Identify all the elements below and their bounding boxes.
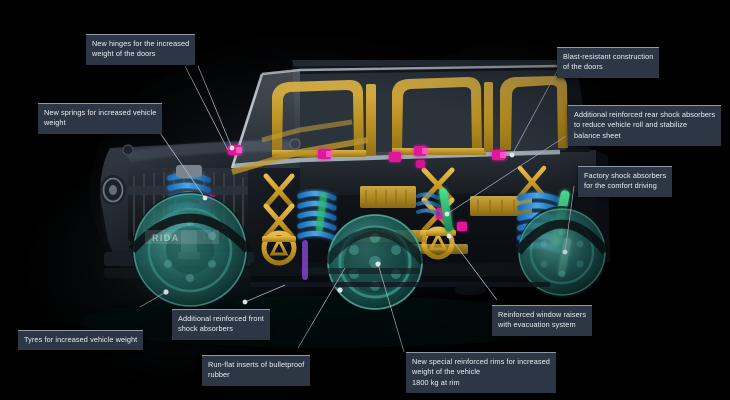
callout-new-springs-line-1: New springs for increased vehicle [44, 108, 157, 117]
callout-factory-shock-line-1: Factory shock absorbers [584, 171, 667, 180]
callout-run-flat-inserts[interactable]: Run-flat inserts of bulletproof rubber [202, 355, 311, 386]
callout-reinforced-rims[interactable]: New special reinforced rims for increase… [406, 352, 556, 394]
callout-window-raisers-line-2: with evacuation system [498, 320, 576, 330]
callout-blast-doors-line-2: of the doors [563, 62, 603, 72]
callout-new-springs[interactable]: New springs for increased vehicle weight [38, 103, 163, 134]
callout-new-hinges-line-2: weight of the doors [92, 49, 156, 59]
callout-front-shock-line-2: shock absorbers [178, 324, 234, 334]
callout-new-hinges-line-1: New hinges for the increased [92, 39, 190, 48]
callout-factory-shock-absorbers[interactable]: Factory shock absorbers for the comfort … [578, 166, 673, 197]
callout-rear-shock-absorbers[interactable]: Additional reinforced rear shock absorbe… [568, 105, 722, 147]
callout-factory-shock-line-2: for the comfort driving [584, 181, 657, 191]
callout-front-shock-absorbers[interactable]: Additional reinforced front shock absorb… [172, 309, 270, 340]
callout-rear-shock-line-1: Additional reinforced rear shock absorbe… [574, 110, 716, 119]
callout-rear-shock-line-2: to reduce vehicle roll and stabilize [574, 120, 688, 130]
callout-runflat-line-1: Run-flat inserts of bulletproof [208, 360, 305, 369]
svg-text:RIDA: RIDA [152, 233, 180, 243]
callout-blast-resistant-doors[interactable]: Blast-resistant construction of the door… [557, 47, 660, 78]
callout-window-raisers[interactable]: Reinforced window raisers with evacuatio… [492, 305, 593, 336]
callout-tyres-line-1: Tyres for increased vehicle weight [24, 335, 138, 344]
callout-rims-line-1: New special reinforced rims for increase… [412, 357, 550, 366]
callout-blast-doors-line-1: Blast-resistant construction [563, 52, 654, 61]
watermark: RIDA [145, 230, 219, 244]
front-wheel [132, 192, 248, 308]
callout-rims-line-2: weight of the vehicle [412, 367, 481, 377]
callout-new-springs-line-2: weight [44, 118, 66, 128]
callout-new-hinges[interactable]: New hinges for the increased weight of t… [86, 34, 196, 65]
callout-rims-line-3: 1800 kg at rim [412, 377, 460, 387]
callout-rear-shock-line-3: balance sheet [574, 130, 621, 140]
callout-window-raisers-line-1: Reinforced window raisers [498, 310, 587, 319]
callout-tyres[interactable]: Tyres for increased vehicle weight [18, 330, 144, 351]
callout-runflat-line-2: rubber [208, 370, 230, 380]
mid-strut [302, 240, 308, 280]
callout-front-shock-line-1: Additional reinforced front [178, 314, 264, 323]
